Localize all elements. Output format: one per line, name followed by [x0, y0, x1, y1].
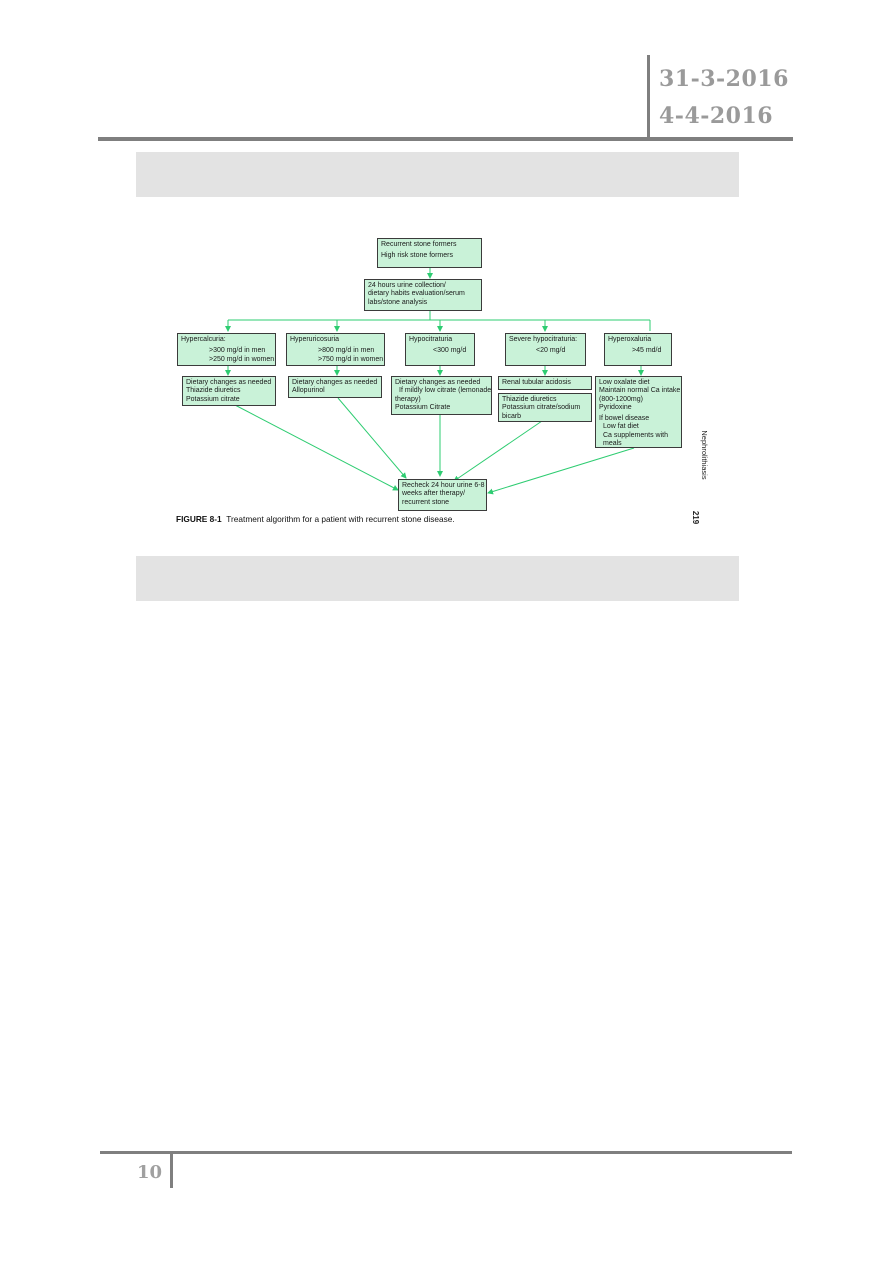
- box-title: Hypercalcuria:: [181, 336, 226, 343]
- box-line: If mildly low citrate (lemonade: [399, 387, 492, 395]
- flowchart-arrows: [225, 268, 651, 495]
- box-recheck-urine: Recheck 24 hour urine 6-8 weeks after th…: [398, 479, 487, 511]
- box-line: Thiazide diuretics: [502, 396, 557, 403]
- box-line: >250 mg/d in women: [209, 355, 275, 363]
- box-line: Dietary changes as needed: [186, 379, 272, 386]
- box-line: Potassium citrate: [186, 395, 240, 403]
- box-title: Hyperuricosuria: [290, 336, 340, 343]
- box-severe-hypocitraturia: Severe hypocitraturia: <20 mg/d: [505, 333, 586, 366]
- box-line: Dietary changes as needed: [395, 379, 481, 386]
- box-line: recurrent stone: [402, 498, 450, 506]
- box-hypocitraturia-treatment: Dietary changes as needed If mildly low …: [391, 376, 492, 415]
- box-hyperuricosuria-treatment: Dietary changes as needed Allopurinol: [288, 376, 382, 398]
- box-line: <20 mg/d: [536, 347, 566, 355]
- box-line: bicarb: [502, 412, 522, 420]
- box-line: Ca supplements with: [603, 431, 668, 439]
- box-title: Severe hypocitraturia:: [509, 336, 578, 343]
- box-line: >800 mg/d in men: [318, 347, 375, 355]
- box-line: Low oxalate diet: [599, 379, 650, 386]
- box-line: labs/stone analysis: [368, 298, 428, 306]
- box-line: (800-1200mg): [599, 395, 643, 403]
- book-running-title: Nephrolithiasis: [700, 430, 709, 480]
- box-line: Thiazide diuretics: [186, 387, 241, 395]
- footer-vertical-rule: [170, 1153, 173, 1188]
- box-line: If bowel disease: [599, 415, 650, 423]
- box-title: Hypocitraturia: [409, 336, 453, 343]
- box-line: >300 mg/d in men: [209, 347, 266, 355]
- arrow-severe-recheck: [453, 420, 543, 482]
- box-title: Hyperoxaluria: [608, 336, 652, 343]
- box-line: meals: [603, 440, 622, 448]
- box-line: Potassium Citrate: [395, 403, 451, 411]
- box-hyperuricosuria: Hyperuricosuria >800 mg/d in men >750 mg…: [286, 333, 385, 366]
- box-line: <300 mg/d: [433, 347, 467, 355]
- gray-banner-top: [136, 152, 739, 197]
- box-line: therapy): [395, 395, 421, 403]
- box-hyperoxaluria: Hyperoxaluria >45 md/d: [604, 333, 672, 366]
- header-date-1: 31-3-2016: [659, 66, 789, 92]
- box-urine-collection: 24 hours urine collection/ dietary habit…: [364, 279, 482, 311]
- header-horizontal-rule: [98, 137, 793, 141]
- arrow-hyperox-recheck: [487, 447, 635, 495]
- arrow-hypercal-recheck: [234, 404, 399, 491]
- book-page-number: 219: [691, 510, 701, 525]
- box-line: Potassium citrate/sodium: [502, 404, 581, 412]
- box-line: Pyridoxine: [599, 403, 632, 411]
- page-number: 10: [137, 1162, 163, 1183]
- box-line: High risk stone formers: [381, 252, 453, 260]
- box-line: weeks after therapy/: [402, 490, 466, 498]
- figure-caption-text: Treatment algorithm for a patient with r…: [226, 514, 455, 524]
- box-line: >750 mg/d in women: [318, 355, 384, 363]
- box-line: Allopurinol: [292, 387, 325, 395]
- header-vertical-rule: [647, 55, 650, 138]
- box-line: Maintain normal Ca intake: [599, 387, 681, 395]
- box-line: Recurrent stone formers: [381, 241, 457, 248]
- box-severe-treatment: Thiazide diuretics Potassium citrate/sod…: [498, 393, 592, 422]
- box-line: Recheck 24 hour urine 6-8: [402, 482, 485, 489]
- box-line: Renal tubular acidosis: [502, 379, 571, 386]
- box-renal-tubular-acidosis: Renal tubular acidosis: [498, 376, 592, 390]
- gray-banner-bottom: [136, 556, 739, 601]
- box-line: Low fat diet: [603, 423, 639, 431]
- box-line: 24 hours urine collection/: [368, 282, 446, 289]
- box-recurrent-stone-formers: Recurrent stone formers High risk stone …: [377, 238, 482, 268]
- header-date-2: 4-4-2016: [659, 103, 774, 129]
- box-line: Dietary changes as needed: [292, 379, 378, 386]
- box-hyperoxaluria-treatment: Low oxalate diet Maintain normal Ca inta…: [595, 376, 682, 448]
- box-hypercalciuria: Hypercalcuria: >300 mg/d in men >250 mg/…: [177, 333, 276, 366]
- figure-caption-label: FIGURE 8-1: [176, 514, 222, 524]
- box-line: >45 md/d: [632, 347, 662, 355]
- footer-horizontal-rule: [100, 1151, 792, 1154]
- box-hypocitraturia: Hypocitraturia <300 mg/d: [405, 333, 475, 366]
- box-hypercalciuria-treatment: Dietary changes as needed Thiazide diure…: [182, 376, 276, 406]
- arrow-hyperuric-recheck: [337, 397, 407, 479]
- box-line: dietary habits evaluation/serum: [368, 290, 465, 298]
- figure-caption: FIGURE 8-1 Treatment algorithm for a pat…: [176, 514, 455, 524]
